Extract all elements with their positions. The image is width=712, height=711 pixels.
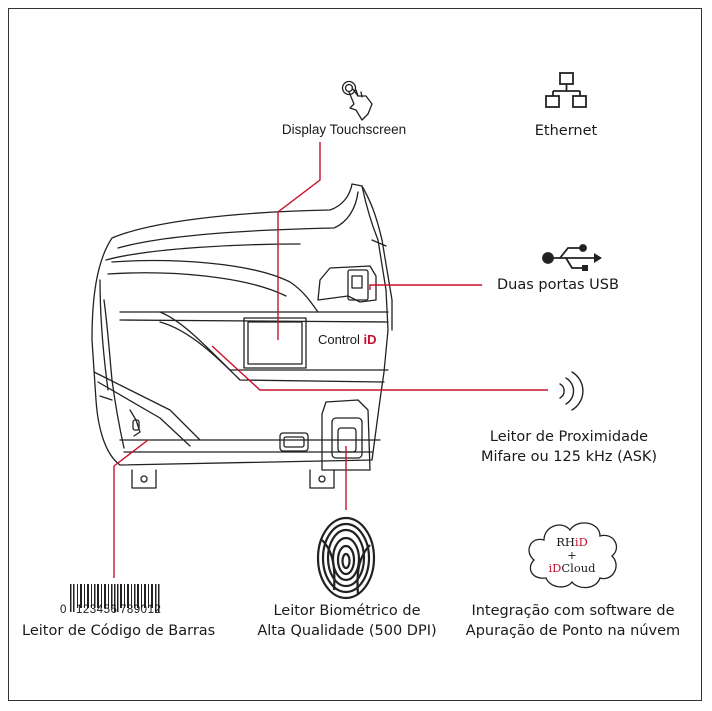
proximity-reader-label: Leitor de Proximidade Mifare ou 125 kHz … bbox=[444, 428, 694, 467]
cloud-line3: iDCloud bbox=[544, 562, 600, 575]
cloud-line1-accent: iD bbox=[574, 535, 588, 549]
cloud-line1: RHiD bbox=[544, 535, 600, 549]
integration-label: Integração com software de Apuração de P… bbox=[456, 602, 690, 641]
biometric-reader-label: Leitor Biométrico de Alta Qualidade (500… bbox=[244, 602, 450, 641]
callout-usb bbox=[369, 284, 482, 290]
cloud-icon bbox=[528, 522, 617, 589]
integration-line1: Integração com software de bbox=[471, 603, 675, 619]
integration-line2: Apuração de Ponto na núvem bbox=[465, 622, 681, 639]
diagram-frame bbox=[8, 8, 702, 701]
barcode-icon bbox=[70, 584, 160, 612]
proximity-line2: Mifare ou 125 kHz (ASK) bbox=[480, 448, 658, 465]
device-brand-label: Control iD bbox=[318, 332, 377, 347]
barcode-digits-group1: 123456 bbox=[76, 604, 118, 616]
callout-lines bbox=[113, 142, 548, 578]
proximity-line1: Leitor de Proximidade bbox=[489, 429, 649, 445]
brand-accent: iD bbox=[363, 332, 377, 347]
callout-display bbox=[277, 142, 321, 340]
barcode-digits-group2: 789012 bbox=[120, 604, 162, 616]
callout-proximity bbox=[211, 345, 548, 391]
usb-ports-label: Duas portas USB bbox=[497, 277, 619, 293]
biometric-line1: Leitor Biométrico de bbox=[273, 603, 421, 619]
callout-barcode-diag bbox=[113, 439, 149, 467]
cloud-line1-prefix: RH bbox=[556, 535, 575, 549]
device-illustration bbox=[91, 183, 393, 489]
barcode-reader-label: Leitor de Código de Barras bbox=[22, 623, 216, 639]
cloud-line3-suffix: Cloud bbox=[561, 561, 596, 576]
touch-hand-icon bbox=[341, 80, 373, 121]
usb-icon bbox=[542, 244, 602, 271]
barcode-digit-first: 0 bbox=[60, 604, 67, 616]
cloud-text: RHiD + iDCloud bbox=[544, 535, 600, 576]
brand-prefix: Control bbox=[318, 332, 364, 347]
fingerprint-icon bbox=[316, 516, 376, 600]
ethernet-network-icon bbox=[545, 72, 587, 108]
biometric-line2: Alta Qualidade (500 DPI) bbox=[257, 622, 437, 639]
cloud-line3-accent: iD bbox=[548, 561, 562, 576]
cloud-line2: + bbox=[567, 548, 577, 563]
display-touchscreen-label: Display Touchscreen bbox=[281, 122, 407, 137]
proximity-wave-icon bbox=[559, 371, 584, 411]
ethernet-label: Ethernet bbox=[534, 123, 598, 139]
